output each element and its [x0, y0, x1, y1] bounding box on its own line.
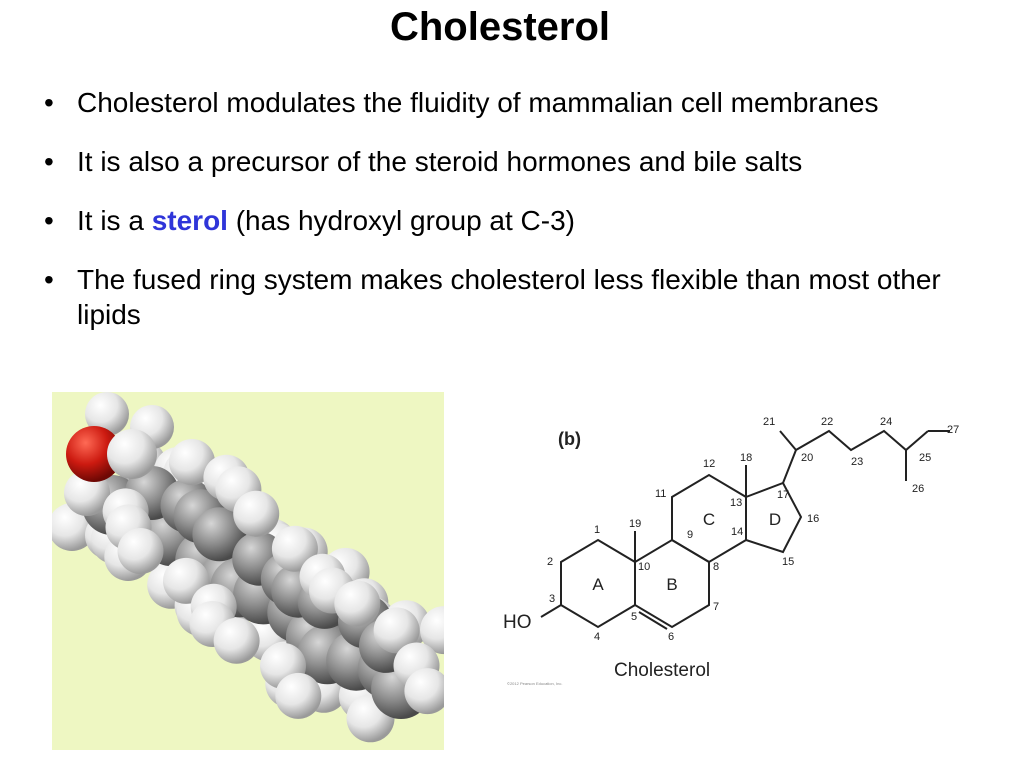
bullet-list: • Cholesterol modulates the fluidity of m…: [44, 85, 989, 356]
atom-label-27: 27: [947, 424, 959, 436]
ring-label-c: C: [703, 510, 715, 529]
bullet-marker: •: [44, 87, 54, 118]
atom-label-7: 7: [713, 601, 719, 613]
space-filling-model: [52, 392, 444, 750]
bullet-text: The fused ring system makes cholesterol …: [77, 264, 941, 330]
hydroxyl-label: HO: [503, 612, 532, 633]
atom-label-5: 5: [631, 611, 637, 623]
bullet-text-post: (has hydroxyl group at C-3): [227, 205, 575, 236]
hydrogen-atom: [373, 607, 420, 654]
space-filling-model-graphic: [52, 392, 444, 743]
atom-label-26: 26: [912, 483, 924, 495]
atom-label-19: 19: [629, 518, 641, 530]
bullet-item: • It is also a precursor of the steroid h…: [44, 144, 989, 179]
ring-label-b: B: [666, 575, 677, 594]
atom-label-21: 21: [763, 416, 775, 428]
atom-label-24: 24: [880, 416, 892, 428]
atom-label-12: 12: [703, 458, 715, 470]
bullet-item: • The fused ring system makes cholesterol…: [44, 262, 989, 332]
atom-label-2: 2: [547, 556, 553, 568]
atom-label-14: 14: [731, 526, 743, 538]
atom-label-20: 20: [801, 452, 813, 464]
ring-letter-labels: A B C D: [592, 510, 781, 594]
atom-label-18: 18: [740, 452, 752, 464]
bullet-text: It is also a precursor of the steroid ho…: [77, 146, 803, 177]
hydrogen-atom: [275, 672, 322, 719]
atom-label-15: 15: [782, 556, 794, 568]
copyright-note: ©2012 Pearson Education, Inc.: [507, 681, 562, 686]
atom-label-1: 1: [594, 524, 600, 536]
skeletal-bonds: [540, 429, 950, 630]
atom-label-10: 10: [638, 561, 650, 573]
hydrogen-atom: [117, 528, 164, 574]
bullet-marker: •: [44, 264, 54, 295]
atom-label-8: 8: [713, 561, 719, 573]
atom-number-labels: 1 2 3 4 5 6 7 8 9 10 11 12 13 14 15 16 1…: [547, 416, 959, 643]
bullet-text: Cholesterol modulates the fluidity of ma…: [77, 87, 879, 118]
hydrogen-atom: [107, 429, 157, 479]
sterol-highlight: sterol: [151, 205, 228, 236]
ring-label-d: D: [769, 510, 781, 529]
atom-label-25: 25: [919, 452, 931, 464]
bullet-item: • It is a sterol (has hydroxyl group at C…: [44, 203, 989, 238]
atom-label-23: 23: [851, 456, 863, 468]
carbon-atom: [192, 507, 247, 562]
bullet-item: • Cholesterol modulates the fluidity of m…: [44, 85, 989, 120]
structure-svg: 1 2 3 4 5 6 7 8 9 10 11 12 13 14 15 16 1…: [503, 416, 959, 686]
atom-label-16: 16: [807, 513, 819, 525]
atom-label-6: 6: [668, 631, 674, 643]
atom-label-3: 3: [549, 593, 555, 605]
bullet-marker: •: [44, 205, 54, 236]
cholesterol-structure: 1 2 3 4 5 6 7 8 9 10 11 12 13 14 15 16 1…: [495, 405, 995, 705]
figure-caption: Cholesterol: [614, 660, 710, 681]
atom-label-4: 4: [594, 631, 600, 643]
atom-label-22: 22: [821, 416, 833, 428]
hydrogen-atom: [334, 580, 381, 627]
hydrogen-atom: [213, 617, 260, 664]
bullet-marker: •: [44, 146, 54, 177]
oxygen-atom: [66, 426, 122, 482]
slide-title: Cholesterol: [389, 5, 611, 49]
panel-label: (b): [558, 429, 581, 449]
atom-label-9: 9: [687, 529, 693, 541]
ring-label-a: A: [592, 575, 604, 594]
hydrogen-atom: [233, 490, 280, 537]
atom-label-17: 17: [777, 489, 789, 501]
bullet-text-pre: It is a: [77, 205, 152, 236]
atom-label-13: 13: [730, 497, 742, 509]
hydrogen-atom: [271, 525, 318, 572]
atom-label-11: 11: [655, 488, 666, 500]
hydrogen-atom: [169, 439, 215, 485]
hydrogen-atom: [404, 668, 444, 715]
hydrogen-atom: [420, 606, 444, 655]
hydrogen-atom: [85, 392, 129, 436]
